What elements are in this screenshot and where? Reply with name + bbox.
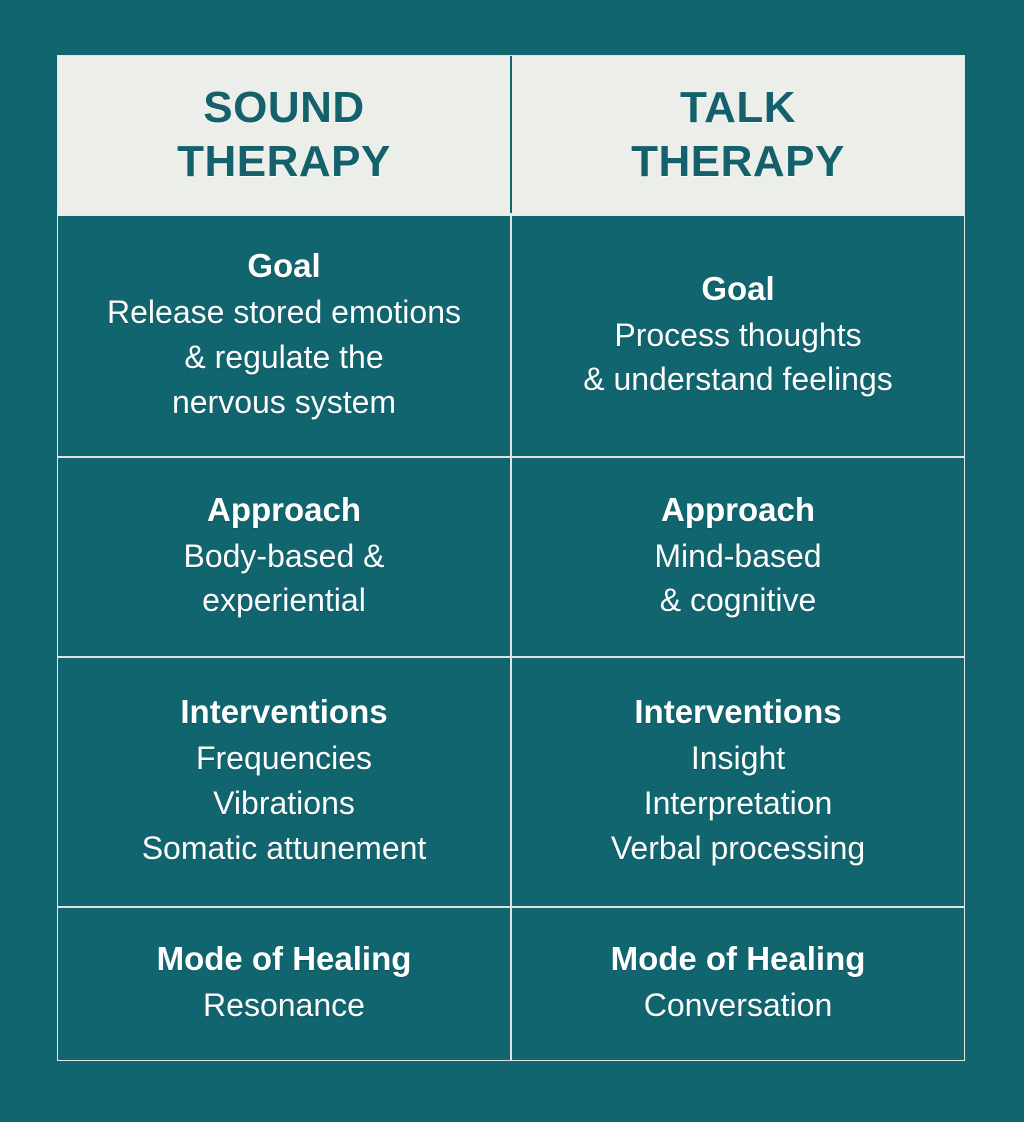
cell-interventions-talk-therapy: Interventions Insight Interpretation Ver… <box>510 658 964 906</box>
cell-line: Conversation <box>643 987 833 1024</box>
cell-body: Process thoughts & understand feelings <box>583 313 893 403</box>
cell-line: Vibrations <box>213 785 355 822</box>
cell-line: Body-based & <box>183 537 385 574</box>
cell-line: & cognitive <box>659 582 817 619</box>
comparison-table-container: SOUND THERAPY TALK THERAPY Goal Release … <box>57 55 965 1061</box>
column-header-sound-therapy-line-1: SOUND <box>203 82 365 132</box>
cell-label: Interventions <box>634 693 842 731</box>
cell-line: Release stored emotions <box>107 294 461 331</box>
cell-body: Body-based & experiential <box>183 534 384 624</box>
cell-line: Somatic attunement <box>141 829 427 866</box>
cell-line: Frequencies <box>195 740 373 777</box>
column-header-talk-therapy-title: TALK THERAPY <box>631 81 845 188</box>
cell-line: Interpretation <box>643 785 833 822</box>
cell-line: Resonance <box>203 987 365 1024</box>
cell-body: Insight Interpretation Verbal processing <box>611 736 865 870</box>
cell-line: Verbal processing <box>610 829 866 866</box>
cell-label: Mode of Healing <box>156 940 412 978</box>
cell-line: Process thoughts <box>614 316 862 353</box>
cell-mode-of-healing-sound-therapy: Mode of Healing Resonance <box>58 908 510 1060</box>
table-row: Approach Body-based & experiential Appro… <box>58 456 964 656</box>
cell-line: nervous system <box>171 383 397 420</box>
column-header-sound-therapy-title: SOUND THERAPY <box>177 81 391 188</box>
cell-line: Insight <box>690 740 786 777</box>
cell-approach-sound-therapy: Approach Body-based & experiential <box>58 458 510 656</box>
cell-interventions-sound-therapy: Interventions Frequencies Vibrations Som… <box>58 658 510 906</box>
cell-body: Mind-based & cognitive <box>654 534 821 624</box>
table-row: Interventions Frequencies Vibrations Som… <box>58 656 964 906</box>
column-header-sound-therapy-line-2: THERAPY <box>177 136 391 186</box>
cell-goal-sound-therapy: Goal Release stored emotions & regulate … <box>58 216 510 456</box>
cell-approach-talk-therapy: Approach Mind-based & cognitive <box>510 458 964 656</box>
column-header-talk-therapy: TALK THERAPY <box>510 56 964 213</box>
cell-body: Release stored emotions & regulate the n… <box>107 290 461 424</box>
cell-label: Approach <box>206 490 361 528</box>
header-body-divider <box>58 213 964 216</box>
comparison-table: SOUND THERAPY TALK THERAPY Goal Release … <box>57 55 965 1061</box>
cell-label: Goal <box>701 269 775 307</box>
cell-line: experiential <box>202 582 366 619</box>
table-row: Goal Release stored emotions & regulate … <box>58 216 964 456</box>
cell-line: & regulate the <box>184 339 384 376</box>
cell-goal-talk-therapy: Goal Process thoughts & understand feeli… <box>510 216 964 456</box>
column-header-sound-therapy: SOUND THERAPY <box>58 56 510 213</box>
table-row: Mode of Healing Resonance Mode of Healin… <box>58 906 964 1060</box>
column-header-talk-therapy-line-2: THERAPY <box>631 136 845 186</box>
cell-body: Frequencies Vibrations Somatic attunemen… <box>142 736 427 870</box>
cell-label: Interventions <box>180 693 388 731</box>
column-header-talk-therapy-line-1: TALK <box>679 82 797 132</box>
table-header-row: SOUND THERAPY TALK THERAPY <box>58 56 964 213</box>
cell-line: Mind-based <box>654 537 822 574</box>
table-body: Goal Release stored emotions & regulate … <box>58 216 964 1060</box>
cell-body: Conversation <box>644 983 833 1028</box>
cell-label: Mode of Healing <box>610 940 866 978</box>
cell-mode-of-healing-talk-therapy: Mode of Healing Conversation <box>510 908 964 1060</box>
cell-label: Approach <box>660 490 815 528</box>
cell-label: Goal <box>247 247 321 285</box>
cell-body: Resonance <box>203 983 365 1028</box>
cell-line: & understand feelings <box>583 361 893 398</box>
